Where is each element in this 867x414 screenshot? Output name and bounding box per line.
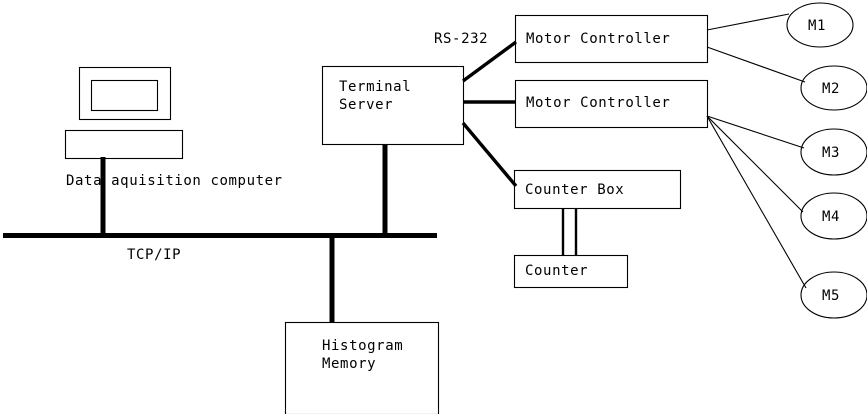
terminal-server-label-line1: Terminal (339, 79, 412, 95)
counter-box-rect (513, 169, 682, 210)
motor-controller-1-rect (514, 14, 709, 64)
counter-box-label: Counter Box (525, 182, 625, 198)
link-terminal-server-to-motor-controller-1 (461, 40, 518, 83)
data-acquisition-computer-label: Data aquisition computer (66, 173, 283, 189)
counter-label: Counter (525, 263, 589, 279)
link-motor-controller-1-to-m1 (706, 13, 790, 31)
motor-ellipse-m3 (800, 128, 867, 176)
computer-base-rect (64, 129, 184, 160)
link-motor-controller-2-to-m4 (706, 115, 804, 213)
motor-ellipse-m5 (800, 271, 867, 319)
motor-ellipse-m2 (800, 65, 867, 111)
link-motor-controller-1-to-m2 (706, 46, 806, 83)
link-motor-controller-2-to-m5 (706, 115, 807, 289)
monitor-outer-rect (78, 66, 172, 121)
histogram-memory-rect (284, 321, 440, 414)
monitor-screen-rect (90, 79, 159, 112)
histogram-memory-label-line1: Histogram (322, 338, 404, 354)
motor-ellipse-m4 (800, 192, 867, 240)
histogram-memory-label-line2: Memory (322, 356, 377, 372)
motor-label-m4: M4 (822, 209, 841, 225)
motor-label-m1: M1 (808, 18, 827, 34)
motor-controller-1-label: Motor Controller (526, 31, 671, 47)
link-motor-controller-2-to-m3 (706, 115, 805, 149)
terminal-server-rect (321, 65, 465, 146)
tcpip-label: TCP/IP (127, 247, 182, 263)
counter-rect (513, 254, 629, 289)
motor-label-m2: M2 (822, 81, 841, 97)
motor-controller-2-label: Motor Controller (526, 95, 671, 111)
motor-label-m3: M3 (822, 145, 841, 161)
motor-controller-2-rect (514, 79, 709, 129)
terminal-server-label-line2: Server (339, 97, 394, 113)
motor-ellipse-m1 (786, 2, 854, 48)
link-terminal-server-to-counter-box (461, 121, 518, 188)
rs232-label: RS-232 (434, 31, 489, 47)
motor-label-m5: M5 (822, 288, 841, 304)
